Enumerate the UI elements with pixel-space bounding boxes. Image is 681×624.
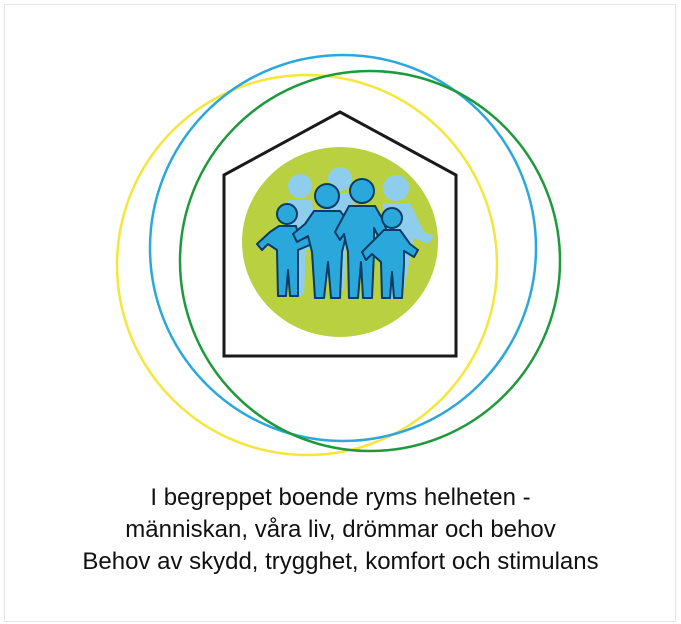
housing-diagram	[115, 53, 562, 457]
front-figures	[256, 178, 419, 299]
overlapping-rings-icon	[115, 53, 562, 457]
ring-blue	[148, 53, 538, 443]
caption: I begreppet boende ryms helheten - männi…	[0, 482, 681, 578]
caption-line-2: människan, våra liv, drömmar och behov	[125, 516, 556, 543]
caption-line-1: I begreppet boende ryms helheten -	[150, 484, 531, 511]
ring-yellow	[115, 73, 499, 457]
family-group-icon	[256, 167, 434, 300]
ring-green	[178, 69, 562, 453]
caption-line-3: Behov av skydd, trygghet, komfort och st…	[82, 548, 599, 575]
